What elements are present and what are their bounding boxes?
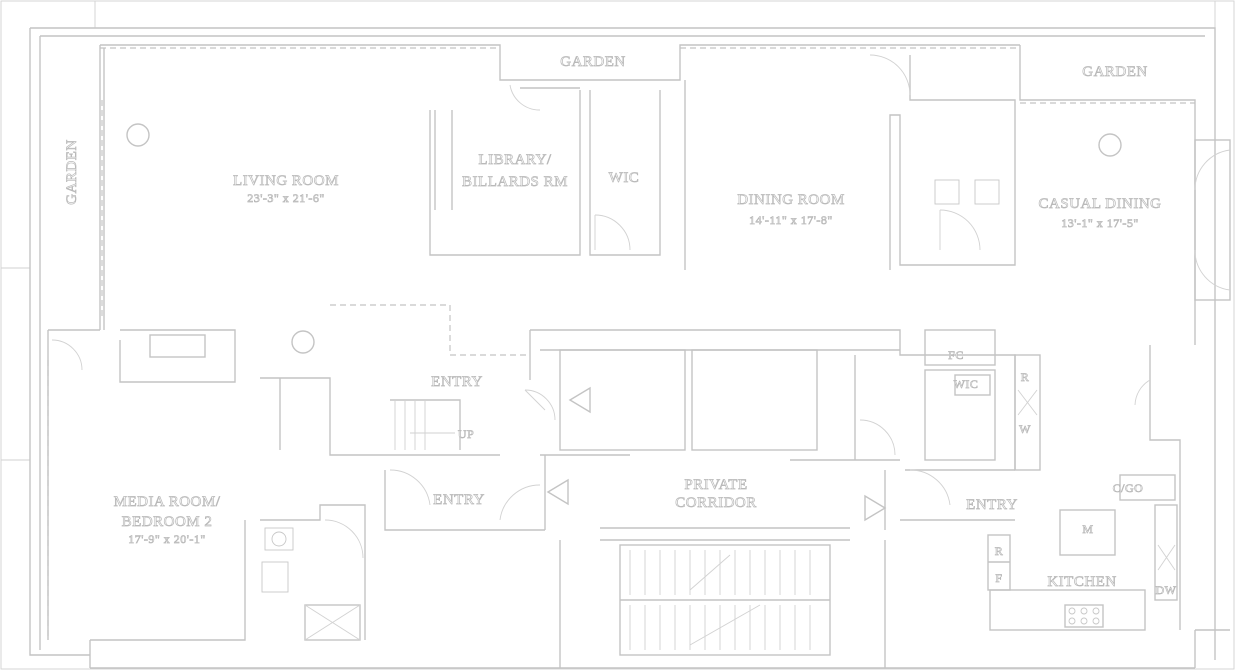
label-garden-top: GARDEN — [560, 54, 626, 70]
label-private-corridor-line2: CORRIDOR — [675, 495, 757, 511]
label-garden-left: GARDEN — [64, 139, 80, 205]
label-up: UP — [458, 427, 474, 441]
dims-dining-room: 14'-11" x 17'-8" — [749, 213, 833, 227]
label-entry-right: ENTRY — [966, 497, 1018, 513]
label-w-upper: W — [1019, 422, 1031, 436]
label-dining-room: DINING ROOM — [737, 192, 845, 208]
label-garden-right: GARDEN — [1082, 64, 1148, 80]
label-living-room: LIVING ROOM — [233, 173, 339, 189]
label-wic-small: WIC — [954, 377, 979, 391]
label-library-line2: BILLARDS RM — [462, 174, 568, 190]
dims-media-room: 17'-9" x 20'-1" — [128, 532, 206, 546]
label-r-kitchen: R — [995, 544, 1004, 558]
kitchen-walls — [987, 345, 1181, 631]
label-entry-left: ENTRY — [433, 492, 485, 508]
interior-walls-center — [260, 304, 1041, 541]
label-f-kitchen: F — [995, 571, 1002, 585]
label-entry-upper: ENTRY — [431, 374, 483, 390]
label-r-upper: R — [1021, 370, 1030, 384]
label-wic-main: WIC — [609, 170, 640, 186]
exterior-walls — [29, 27, 1230, 669]
label-dw: DW — [1156, 583, 1177, 597]
garden-doors — [509, 54, 911, 111]
media-room-walls — [47, 329, 366, 641]
label-private-corridor-line1: PRIVATE — [684, 477, 747, 493]
label-library-line1: LIBRARY/ — [478, 152, 552, 168]
label-media-room-line1: MEDIA ROOM/ — [114, 494, 221, 510]
label-cgo: C/GO — [1113, 481, 1144, 495]
dims-casual-dining: 13'-1" x 17'-5" — [1061, 216, 1139, 230]
interior-walls-upper — [126, 55, 1231, 354]
room-labels: LIVING ROOM 23'-3" x 21'-6" LIBRARY/ BIL… — [64, 54, 1177, 598]
label-m: M — [1082, 522, 1093, 536]
dims-living-room: 23'-3" x 21'-6" — [247, 191, 325, 205]
window-marks — [100, 47, 1195, 320]
label-kitchen: KITCHEN — [1047, 574, 1116, 590]
main-stair — [559, 540, 886, 668]
label-casual-dining: CASUAL DINING — [1038, 196, 1161, 212]
label-fc: FC — [948, 348, 964, 362]
label-media-room-line2: BEDROOM 2 — [122, 514, 213, 530]
